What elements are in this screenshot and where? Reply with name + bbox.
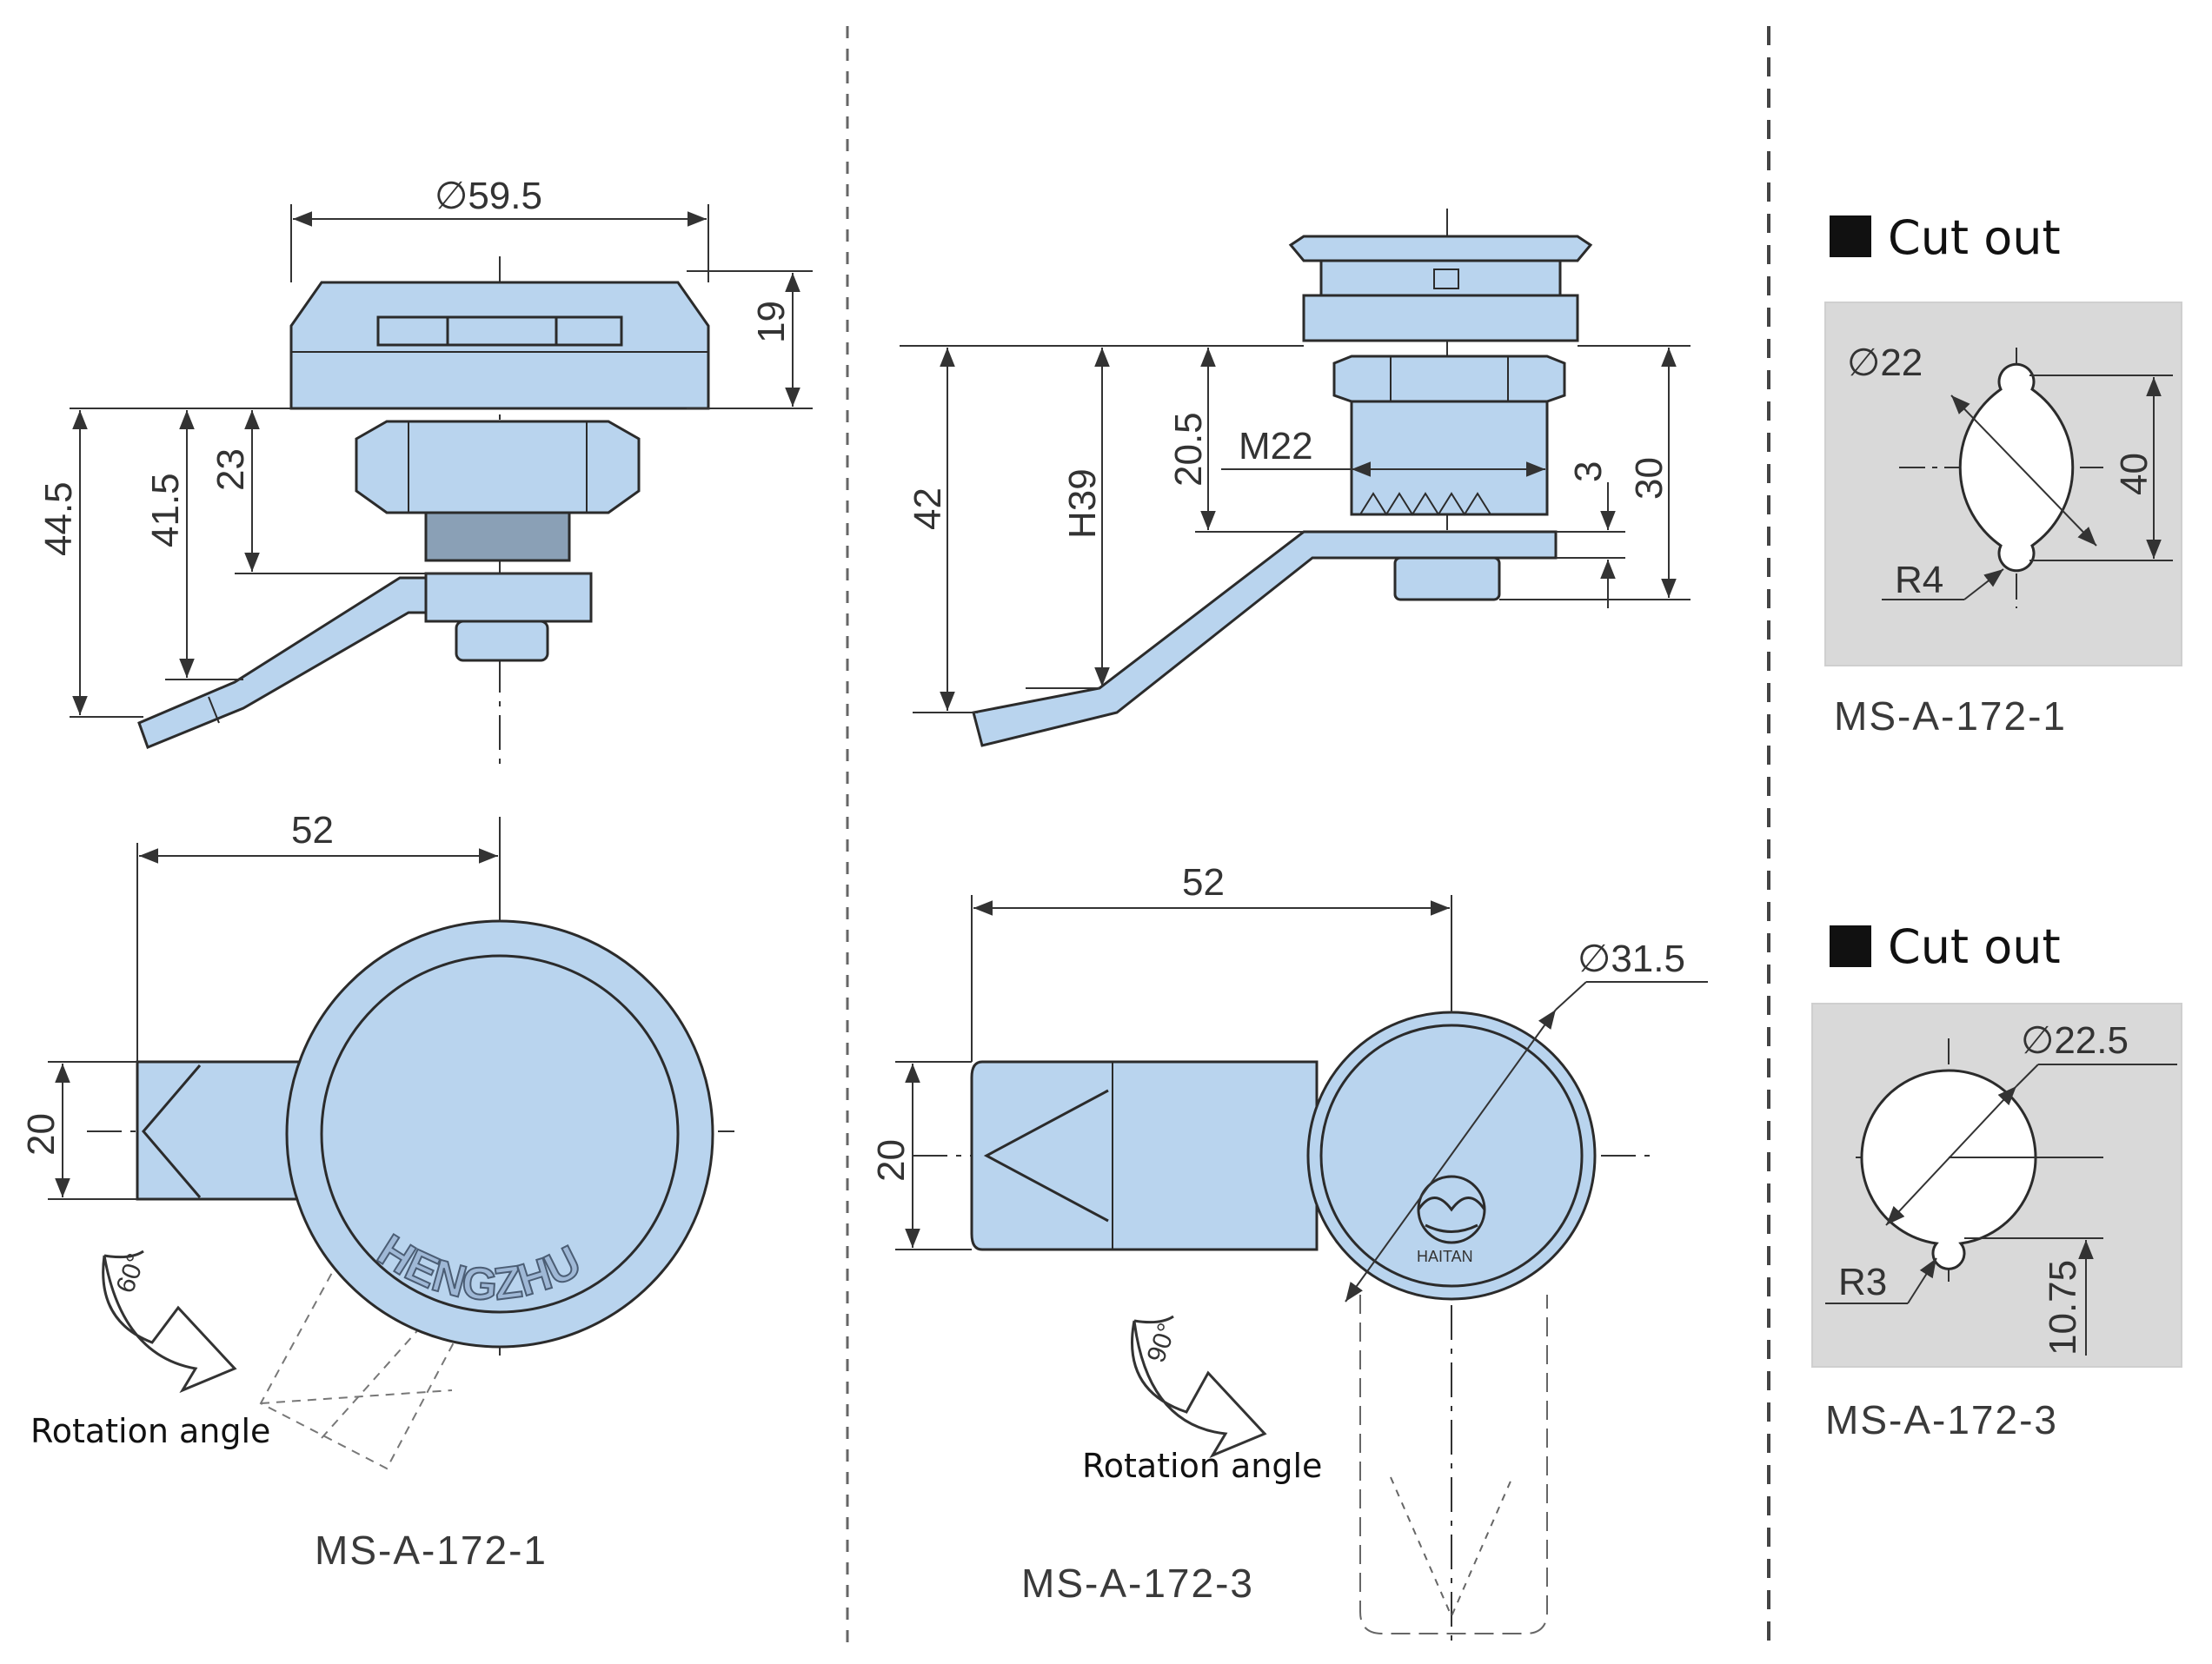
dim-washer: 3 xyxy=(1567,461,1610,482)
cutout-1-diameter: ∅22 xyxy=(1847,341,1923,384)
dim-width: 20 xyxy=(870,1139,913,1182)
dim-overall-height: 44.5 xyxy=(37,481,80,556)
dim-length: 52 xyxy=(291,809,334,852)
dim-width: 20 xyxy=(20,1113,63,1156)
rotation-value-90: 90° xyxy=(1142,1319,1183,1366)
rotation-arrow-icon xyxy=(102,1250,237,1394)
cutout-caption-1: MS-A-172-1 xyxy=(1834,693,2067,739)
dim-to-cam: 41.5 xyxy=(144,473,187,547)
bullet-square-icon xyxy=(1830,215,1871,257)
cutout-1-height: 40 xyxy=(2113,453,2156,495)
cutout-2-height: 10.75 xyxy=(2042,1260,2084,1356)
side-view-ms-a-172-3: 42 H39 20.5 M22 3 30 xyxy=(900,209,1691,747)
rotation-label-middle: Rotation angle xyxy=(1082,1447,1322,1485)
top-view-ms-a-172-3: HAITAN 52 20 ∅31.5 90° Rotation angle MS… xyxy=(870,861,1708,1642)
cutout-ms-a-172-3: Cut out ∅22.5 10.75 R3 MS-A-172-3 xyxy=(1811,919,2182,1442)
dim-grip-height: H39 xyxy=(1061,468,1104,539)
dim-body: 23 xyxy=(209,448,252,491)
rotation-label-left: Rotation angle xyxy=(30,1412,270,1450)
side-view-ms-a-172-1: ∅59.5 19 44.5 41.5 23 xyxy=(37,175,813,769)
top-view-ms-a-172-1: HENGZHU 52 20 60° Rotation angle MS-A-17… xyxy=(20,809,734,1573)
cutout-2-radius: R3 xyxy=(1838,1261,1887,1303)
bullet-square-icon xyxy=(1830,925,1871,967)
dim-overall-height: 42 xyxy=(907,487,949,530)
caption-ms-a-172-1: MS-A-172-1 xyxy=(315,1528,548,1573)
dim-thread: M22 xyxy=(1239,425,1313,467)
brand-haitan: HAITAN xyxy=(1417,1248,1473,1265)
dim-cap-height: 19 xyxy=(750,301,793,343)
cutout-heading-1: Cut out xyxy=(1888,210,2061,265)
rotation-arrow-icon xyxy=(1131,1315,1267,1459)
dim-diameter: ∅59.5 xyxy=(435,175,542,217)
dim-total-height: 30 xyxy=(1628,457,1671,500)
cutout-heading-2: Cut out xyxy=(1888,919,2061,974)
cutout-2-diameter: ∅22.5 xyxy=(2021,1019,2129,1062)
cutout-caption-2: MS-A-172-3 xyxy=(1825,1397,2058,1442)
cutout-ms-a-172-1: Cut out ∅22 40 R4 MS-A-172-1 xyxy=(1824,210,2182,739)
dim-length: 52 xyxy=(1182,861,1225,904)
caption-ms-a-172-3: MS-A-172-3 xyxy=(1021,1561,1254,1606)
dim-body-height: 20.5 xyxy=(1167,412,1210,487)
dim-diameter: ∅31.5 xyxy=(1578,938,1685,980)
cutout-1-radius: R4 xyxy=(1895,559,1943,601)
